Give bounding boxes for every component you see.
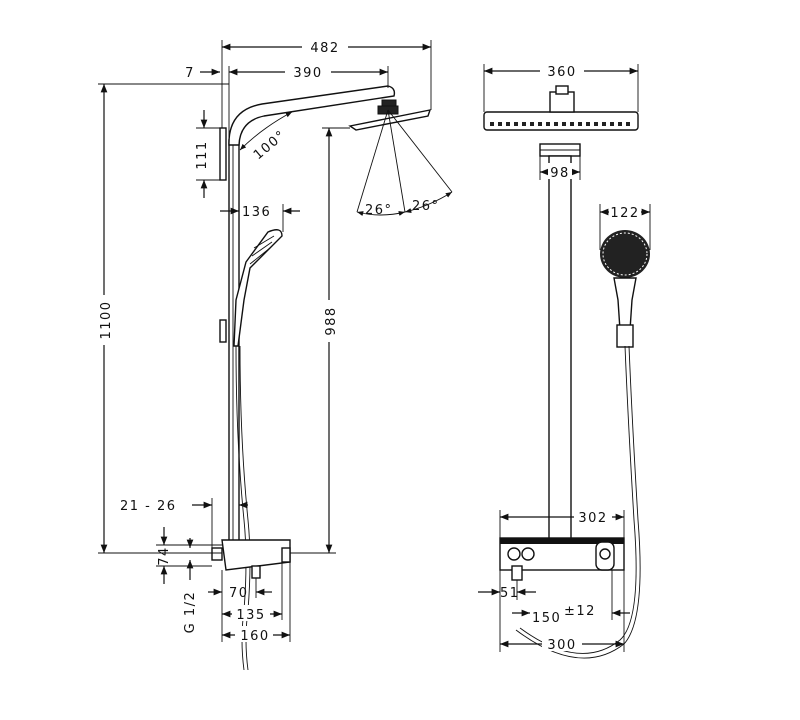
dim-390: 390 bbox=[293, 66, 322, 81]
dim-300: 300 bbox=[547, 638, 576, 653]
dim-70: 70 bbox=[229, 586, 249, 601]
dim-482: 482 bbox=[310, 41, 339, 56]
riser-pipe-front bbox=[548, 155, 572, 543]
dim-150: 150 bbox=[532, 611, 561, 626]
valve-knob-right bbox=[521, 547, 535, 561]
dim-74: 74 bbox=[157, 546, 172, 566]
dim-thread: G 1/2 bbox=[183, 591, 198, 634]
dim-21-26: 21 - 26 bbox=[120, 499, 177, 514]
valve-knob-left bbox=[507, 547, 521, 561]
dim-302: 302 bbox=[578, 511, 607, 526]
dim-26-left: 26° bbox=[365, 203, 393, 218]
dim-122: 122 bbox=[610, 206, 639, 221]
dim-160: 160 bbox=[240, 629, 269, 644]
lower-wall-clip bbox=[219, 319, 227, 343]
shower-arm bbox=[228, 85, 396, 146]
dim-111: 111 bbox=[195, 140, 210, 169]
dim-135: 135 bbox=[236, 608, 265, 623]
side-view: 482 390 7 100° 111 26° 26° 136 1100 bbox=[95, 38, 453, 671]
dim-26-right: 26° bbox=[412, 199, 440, 214]
wall-bracket bbox=[219, 127, 227, 181]
dim-1100: 1100 bbox=[99, 300, 114, 339]
hand-shower-side bbox=[233, 229, 283, 347]
dim-98: 98 bbox=[550, 166, 570, 181]
overhead-shower-front bbox=[483, 111, 639, 131]
dim-51: 51 bbox=[500, 586, 520, 601]
dim-7: 7 bbox=[185, 66, 195, 81]
dim-360: 360 bbox=[547, 65, 576, 80]
dim-100-angle: 100° bbox=[251, 128, 289, 163]
dim-150-tolerance: ±12 bbox=[564, 604, 596, 619]
front-view: 360 98 122 302 51 150 ±12 bbox=[478, 62, 651, 659]
shower-hose-front bbox=[519, 345, 637, 654]
dim-136: 136 bbox=[242, 205, 271, 220]
dim-988: 988 bbox=[324, 306, 339, 335]
hand-shower-front bbox=[600, 230, 650, 278]
overhead-nozzles bbox=[490, 122, 630, 126]
